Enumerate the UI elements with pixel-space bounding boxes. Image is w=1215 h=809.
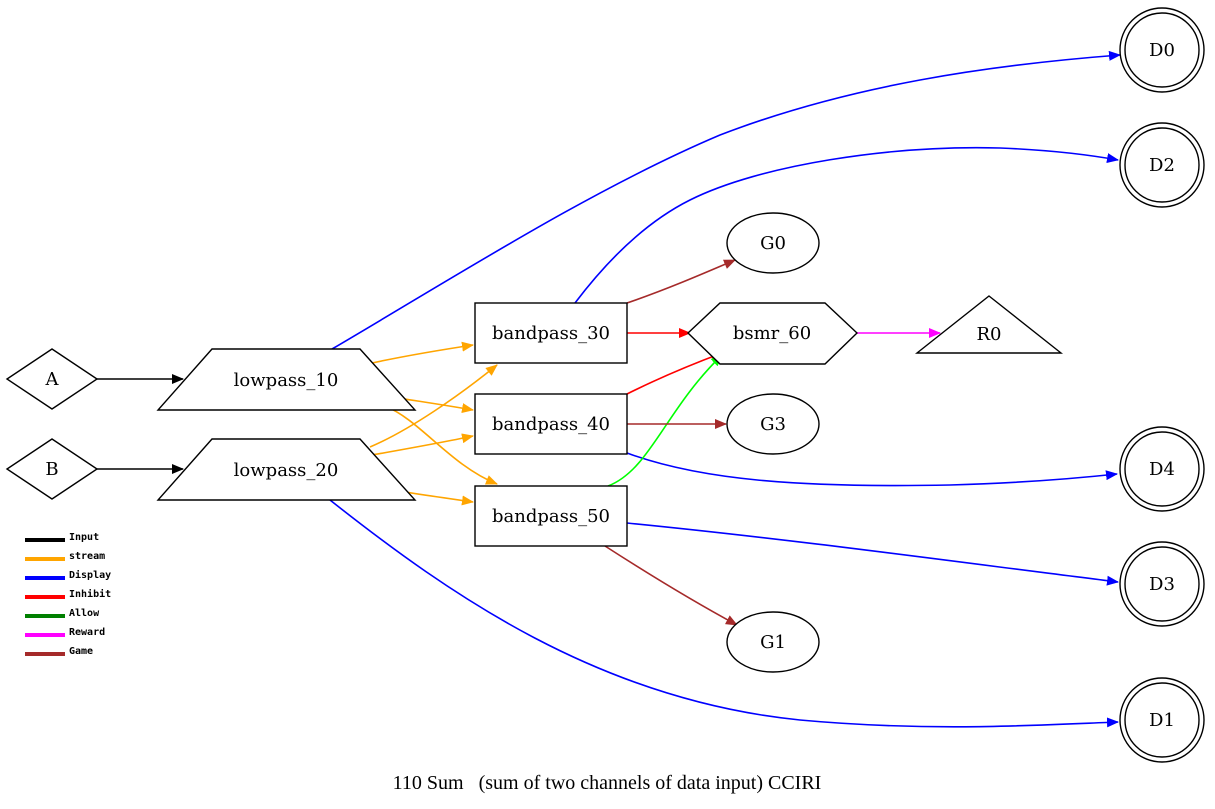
- node-lowpass-10[interactable]: lowpass_10: [156, 348, 417, 411]
- node-g0-label: G0: [760, 233, 786, 254]
- edge-bandpass-50-g1: [604, 545, 738, 626]
- legend-label-input: Input: [69, 532, 99, 543]
- legend-label-reward: Reward: [69, 627, 105, 638]
- node-g1-label: G1: [760, 632, 786, 653]
- node-bandpass-40[interactable]: bandpass_40: [474, 393, 628, 455]
- node-d3-label: D3: [1149, 574, 1175, 595]
- edge-bandpass-40-d4: [626, 452, 1118, 487]
- node-lowpass-10-label: lowpass_10: [234, 370, 339, 391]
- node-g3-label: G3: [760, 414, 786, 435]
- node-g3[interactable]: G3: [726, 393, 820, 455]
- node-a[interactable]: A: [5, 348, 99, 410]
- node-bsmr-60[interactable]: bsmr_60: [686, 302, 859, 365]
- edge-lowpass-10-d0: [331, 50, 1121, 350]
- node-d3[interactable]: D3: [1119, 541, 1205, 627]
- node-lowpass-20[interactable]: lowpass_20: [156, 438, 417, 501]
- legend-item-stream: stream: [25, 551, 105, 562]
- legend-label-game: Game: [69, 646, 93, 657]
- node-d2-label: D2: [1149, 155, 1175, 176]
- node-bandpass-30[interactable]: bandpass_30: [474, 302, 628, 364]
- edge-bandpass-40-bsmr-60: [626, 352, 723, 395]
- node-d4[interactable]: D4: [1119, 426, 1205, 512]
- node-d2[interactable]: D2: [1119, 122, 1205, 208]
- legend-item-reward: Reward: [25, 627, 105, 638]
- edge-lowpass-10-bandpass-30: [371, 341, 474, 364]
- node-bandpass-40-label: bandpass_40: [492, 414, 610, 435]
- edge-lowpass-20-d1: [329, 499, 1119, 728]
- node-b[interactable]: B: [5, 438, 99, 500]
- legend-item-input: Input: [25, 532, 99, 543]
- node-d1[interactable]: D1: [1119, 677, 1205, 763]
- node-d1-label: D1: [1149, 710, 1175, 731]
- nodes: A B lowpass_10 lowpass_20 bandpass_30 ba…: [5, 7, 1205, 763]
- node-b-label: B: [45, 459, 58, 480]
- node-lowpass-20-label: lowpass_20: [234, 460, 339, 481]
- edge-lowpass-20-bandpass-30: [369, 364, 498, 448]
- node-d0[interactable]: D0: [1119, 7, 1205, 93]
- node-bandpass-50[interactable]: bandpass_50: [474, 485, 628, 547]
- node-d0-label: D0: [1149, 40, 1175, 61]
- node-bandpass-50-label: bandpass_50: [492, 506, 610, 527]
- legend: Input stream Display Inhibit Allow Rewar…: [25, 532, 111, 657]
- legend-item-inhibit: Inhibit: [25, 588, 111, 600]
- node-a-label: A: [45, 369, 60, 390]
- legend-item-allow: Allow: [25, 608, 100, 619]
- legend-label-stream: stream: [69, 551, 105, 562]
- edge-bandpass-50-bsmr-60: [607, 354, 723, 487]
- legend-label-display: Display: [69, 569, 111, 581]
- legend-item-game: Game: [25, 646, 93, 657]
- node-d4-label: D4: [1149, 459, 1175, 480]
- edges: [97, 50, 1121, 728]
- edge-bandpass-30-g0: [626, 259, 736, 304]
- node-g0[interactable]: G0: [726, 212, 820, 274]
- edge-bandpass-30-d2: [574, 146, 1119, 304]
- diagram-caption: 110 Sum (sum of two channels of data inp…: [393, 772, 822, 794]
- edge-lowpass-20-bandpass-40: [371, 433, 474, 456]
- node-bandpass-30-label: bandpass_30: [492, 323, 610, 344]
- edge-bandpass-50-d3: [626, 522, 1119, 586]
- legend-label-allow: Allow: [69, 608, 100, 619]
- node-r0[interactable]: R0: [914, 295, 1064, 354]
- node-r0-label: R0: [976, 324, 1001, 345]
- node-g1[interactable]: G1: [726, 611, 820, 673]
- legend-label-inhibit: Inhibit: [69, 588, 111, 600]
- legend-item-display: Display: [25, 569, 111, 581]
- node-bsmr-60-label: bsmr_60: [733, 323, 811, 344]
